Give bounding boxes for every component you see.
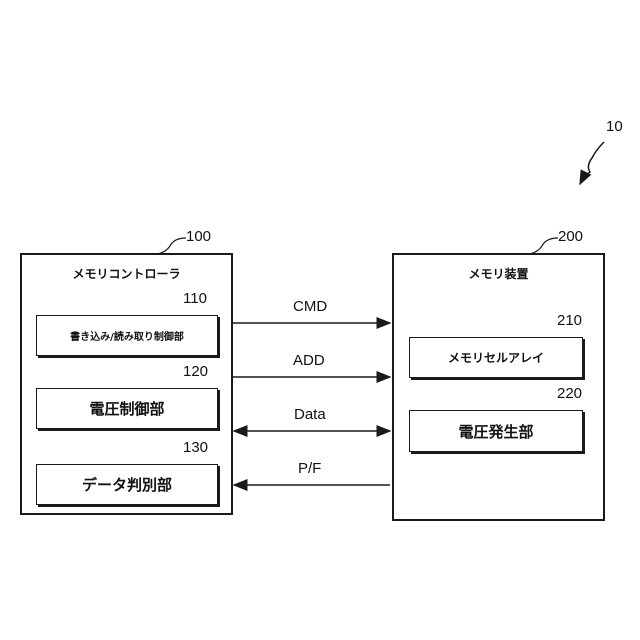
- memory-cell-array-label: メモリセルアレイ: [448, 349, 544, 366]
- voltage-control-ref: 120: [183, 363, 208, 380]
- figure-ref-label: 10: [606, 118, 623, 135]
- write-read-control-ref: 110: [183, 290, 207, 307]
- memory-cell-array-block: メモリセルアレイ: [409, 337, 583, 378]
- ref-100-leader: [158, 238, 186, 254]
- signal-label-cmd: CMD: [293, 298, 327, 315]
- voltage-generator-label: 電圧発生部: [458, 421, 533, 442]
- voltage-generator-block: 電圧発生部: [409, 410, 583, 452]
- memory-controller-title: メモリコントローラ: [22, 265, 231, 282]
- memory-device-ref: 200: [558, 228, 583, 245]
- memory-controller-ref: 100: [186, 228, 211, 245]
- data-judgment-ref: 130: [183, 439, 208, 456]
- voltage-control-block: 電圧制御部: [36, 388, 218, 429]
- write-read-control-label: 書き込み/読み取り制御部: [70, 328, 184, 343]
- memory-cell-array-ref: 210: [557, 312, 582, 329]
- voltage-generator-ref: 220: [557, 385, 582, 402]
- data-judgment-block: データ判別部: [36, 464, 218, 505]
- ref-200-leader: [530, 238, 558, 254]
- write-read-control-block: 書き込み/読み取り制御部: [36, 315, 218, 356]
- figure-ref-leader: [580, 142, 604, 184]
- signal-label-pf: P/F: [298, 460, 321, 477]
- signal-label-data: Data: [294, 406, 326, 423]
- voltage-control-label: 電圧制御部: [89, 398, 164, 419]
- signal-label-add: ADD: [293, 352, 325, 369]
- data-judgment-label: データ判別部: [82, 474, 172, 495]
- memory-device-title: メモリ装置: [394, 265, 603, 282]
